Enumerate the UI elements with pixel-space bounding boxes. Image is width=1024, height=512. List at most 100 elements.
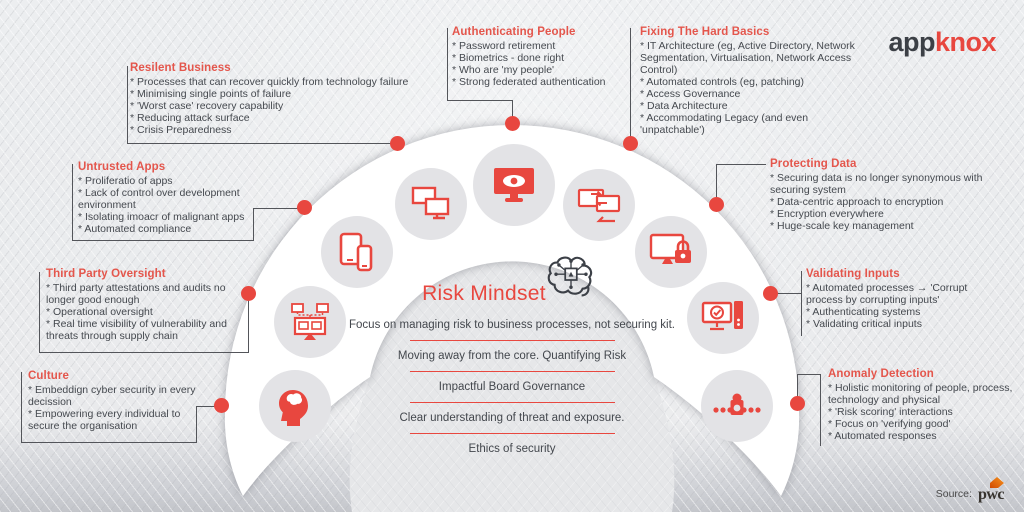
section-title: Resilent Business [130,62,231,74]
network-monitors-icon [291,303,329,340]
bullet-item: * Validating critical inputs [806,318,922,330]
head-brain-icon [279,390,308,426]
bullet-item: * Automated processes → 'Corrupt process… [806,282,968,306]
section-title: Fixing The Hard Basics [640,26,770,38]
center-item: Focus on managing risk to business proce… [349,319,675,331]
separator-line [409,340,615,341]
bullet-item: * Data Architecture [640,100,728,112]
center-header: Risk Mindset [312,252,712,308]
section-fixing-hard-basics: Fixing The Hard Basics * IT Architecture… [640,26,868,136]
bullet-item: * Automated responses [828,430,937,442]
protecting-icon-circle [635,216,707,288]
bullet-item: * Lack of control over development envir… [78,187,240,211]
connector-line [820,374,821,446]
connector-line [447,28,448,101]
untrusted-icon-circle [321,216,393,288]
connector-dot [623,136,638,151]
connector-line [777,293,802,294]
bullet-item: * Empowering every individual to secure … [28,408,181,432]
connector-dot [505,116,520,131]
dual-monitors-icon [411,186,450,220]
thirdparty-icon-circle [274,286,346,358]
section-title: Untrusted Apps [78,161,166,173]
connector-dot [214,398,229,413]
section-untrusted-apps: Untrusted Apps * Proliferatio of apps * … [78,161,263,235]
connector-line [253,208,254,241]
bullet-item: * Who are 'my people' [452,64,555,76]
center-title: Risk Mindset [422,282,546,305]
bullet-item: * Password retirement [452,40,556,52]
pwc-flame-icon [990,477,1004,488]
bullet-item: * Accommodating Legacy (and even 'unpatc… [640,112,809,136]
section-validating-inputs: Validating Inputs * Automated processes … [806,268,988,330]
connector-dot [709,197,724,212]
pwc-logo-text: pwc [977,486,1005,503]
authenticating-icon-circle [473,144,555,226]
bullet-item: * Third party attestations and audits no… [46,282,226,306]
bullet-item: * Minimising single points of failure [130,88,292,100]
connector-line [797,374,821,375]
connector-line [716,164,717,204]
bullet-item: * Proliferatio of apps [78,175,173,187]
section-culture: Culture * Embeddign cyber security in ev… [28,370,196,432]
bullet-item: * Biometrics - done right [452,52,565,64]
connector-line [196,406,218,407]
connector-line [127,143,393,144]
validating-icon-circle [687,282,759,354]
connector-line [72,240,254,241]
section-protecting-data: Protecting Data * Securing data is no lo… [770,158,1018,232]
appknox-logo-knox: knox [934,27,997,57]
section-authenticating-people: Authenticating People * Password retirem… [452,26,620,88]
anomaly-lock-icon [713,393,761,415]
section-anomaly-detection: Anomaly Detection * Holistic monitoring … [828,368,1016,442]
bullet-item: * 'Risk scoring' interactions [828,406,953,418]
source-attribution: Source: pwc [936,477,1005,503]
bullet-item: * Securing data is no longer synonymous … [770,172,983,196]
center-panel: Risk Mindset Focus on managing risk to b… [312,252,712,456]
mobile-devices-icon [339,232,373,272]
bullet-item: * Crisis Preparedness [130,124,232,136]
connector-dot [390,136,405,151]
brain-circuit-icon [547,256,592,297]
bullet-item: * Focus on 'verifying good' [828,418,951,430]
section-title: Validating Inputs [806,268,900,280]
bullet-item: * Automated compliance [78,223,192,235]
separator-line [409,433,615,434]
connector-dot [763,286,778,301]
connector-dot [297,200,312,215]
bullet-item: * IT Architecture (eg, Active Directory,… [640,40,855,76]
bullet-item: * Authenticating systems [806,306,921,318]
connector-line [797,374,798,404]
monitor-lock-icon [649,233,691,264]
pwc-logo: pwc [977,477,1005,503]
connector-line [39,352,249,353]
connector-line [196,406,197,443]
section-title: Culture [28,370,69,382]
connector-line [72,164,73,241]
bullet-item: * Access Governance [640,88,741,100]
connector-line [716,164,766,165]
bullet-item: * Encryption everywhere [770,208,884,220]
connector-dot [241,286,256,301]
section-resilient-business: Resilent Business * Processes that can r… [130,62,415,136]
connector-line [447,100,513,101]
connector-line [39,272,40,353]
connector-line [253,208,301,209]
section-third-party-oversight: Third Party Oversight * Third party atte… [46,268,251,342]
bullet-item: * Strong federated authentication [452,76,606,88]
bullet-item: * Real time visibility of vulnerability … [46,318,227,342]
center-item: Ethics of security [468,443,556,455]
resilient-icon-circle [395,168,467,240]
center-item: Moving away from the core. Quantifying R… [397,350,627,362]
section-title: Authenticating People [452,26,576,38]
connector-line [512,100,513,124]
bullet-item: * Embeddign cyber security in every deci… [28,384,196,408]
connector-line [21,372,22,443]
section-title: Third Party Oversight [46,268,166,280]
bullet-item: * Reducing attack surface [130,112,250,124]
connector-dot [790,396,805,411]
sync-monitors-icon [577,188,621,223]
bullet-item: * Automated controls (eg, patching) [640,76,805,88]
section-title: Anomaly Detection [828,368,934,380]
bullet-item: * Isolating imoacr of malignant apps [78,211,245,223]
